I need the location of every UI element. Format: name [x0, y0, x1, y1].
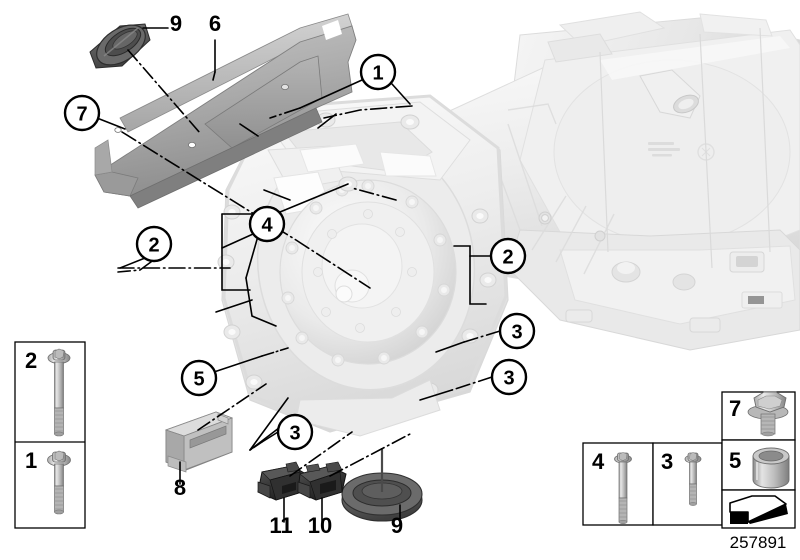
- callout-label: 7: [76, 104, 87, 126]
- legend-left: [14, 341, 86, 529]
- callout-label: 2: [148, 235, 159, 257]
- leader-plate-long: [121, 131, 371, 289]
- leader-4: [279, 183, 349, 213]
- leader-5a: [213, 355, 263, 373]
- leader-8-target: [197, 383, 267, 431]
- torque-converter: [279, 179, 457, 367]
- callout-label: 3: [511, 322, 522, 344]
- bracket-3c-up: [249, 397, 289, 451]
- bracket-2-right-top: [453, 245, 471, 257]
- leader-1b: [391, 83, 411, 105]
- tick-boss-1: [239, 123, 259, 137]
- legend-icon-direction-arrow: [729, 495, 788, 524]
- legend-right-labels: 4 3 7 5: [592, 396, 741, 474]
- callout-circle: [489, 237, 527, 275]
- legend-icon-long-torx-bolt: [614, 452, 632, 525]
- callout-2[interactable]: 2: [489, 237, 527, 275]
- legend-label-4: 4: [592, 449, 605, 474]
- leader-3a: [463, 330, 501, 343]
- grommet-bottom: [341, 448, 423, 522]
- legend-icon-short-hex-flange-bolt: [47, 450, 71, 515]
- grommet-top: [89, 23, 151, 69]
- tick-boss-2: [317, 113, 337, 129]
- leader-1a-dash: [269, 107, 301, 119]
- callout-3[interactable]: 3: [276, 413, 314, 451]
- callout-label: 5: [193, 369, 204, 391]
- bracket-holder: [164, 411, 234, 473]
- legend-label-5: 5: [729, 448, 741, 473]
- leader-3b-solid: [419, 389, 453, 401]
- leader-lines: [96, 27, 501, 523]
- leader-3a-solid: [435, 341, 465, 353]
- leader-5a-dash: [261, 347, 289, 357]
- callout-2[interactable]: 2: [135, 225, 173, 263]
- legend-label-7: 7: [729, 396, 741, 421]
- callout-3[interactable]: 3: [498, 312, 536, 350]
- tick-boss-3: [351, 187, 397, 201]
- callout-circles: 1 2 2 3 3 3 4 5 7: [63, 53, 536, 451]
- callout-circle: [490, 358, 528, 396]
- legend-icon-bushing-sleeve: [752, 447, 790, 489]
- reinforcement-plate: [94, 13, 357, 209]
- legend-icon-long-hex-flange-bolt: [47, 348, 71, 437]
- legend-right: [582, 391, 796, 529]
- callout-3[interactable]: 3: [490, 358, 528, 396]
- leader-11-target: [289, 431, 353, 477]
- bell-housing: [217, 94, 509, 437]
- callout-label: 3: [289, 423, 300, 445]
- leader-6b: [212, 71, 216, 81]
- clip-10: [297, 461, 347, 501]
- leader-7: [96, 117, 126, 130]
- callout-circle: [498, 312, 536, 350]
- tick-2-left-2: [215, 299, 253, 313]
- callout-label: 3: [503, 368, 514, 390]
- callout-label: 1: [372, 63, 383, 85]
- diagram-part-number: 257891: [730, 533, 787, 552]
- callout-7[interactable]: 7: [63, 94, 101, 132]
- bracket-2-right-bot: [469, 255, 487, 305]
- callout-4[interactable]: 4: [248, 205, 286, 243]
- part-label-11: 11: [269, 513, 292, 538]
- callout-circle: [248, 205, 286, 243]
- plain-number-labels: 9 6 8 11 10 9: [170, 11, 403, 538]
- callout-circle: [180, 359, 218, 397]
- callout-label: 4: [261, 215, 273, 237]
- legend-label-3: 3: [661, 449, 673, 474]
- callout-circle: [135, 225, 173, 263]
- legend-icon-short-torx-bolt: [684, 452, 702, 506]
- legend-left-labels: 21: [25, 348, 37, 473]
- legend-label-1: 1: [25, 448, 37, 473]
- leader-9-top-target: [127, 49, 201, 134]
- leader-3b: [451, 376, 493, 391]
- part-label-9: 9: [170, 11, 182, 36]
- leader-1b-dash: [323, 105, 413, 119]
- part-label-9: 9: [391, 513, 403, 538]
- bracket-2-left-body: [221, 213, 251, 291]
- leader-1a: [299, 79, 363, 109]
- clip-11: [257, 461, 307, 501]
- leader-10-target: [329, 433, 411, 477]
- callout-circle: [63, 94, 101, 132]
- legend-icon-hex-head-screw: [747, 391, 789, 437]
- leader-3c: [261, 431, 279, 443]
- transmission-body: [429, 11, 800, 351]
- callout-circle: [359, 53, 397, 91]
- part-label-8: 8: [174, 475, 186, 500]
- callout-1[interactable]: 1: [359, 53, 397, 91]
- callout-5[interactable]: 5: [180, 359, 218, 397]
- callout-circle: [276, 413, 314, 451]
- callout-label: 2: [502, 247, 513, 269]
- tick-boss-4: [263, 189, 291, 201]
- legend-label-2: 2: [25, 348, 37, 373]
- part-label-10: 10: [308, 513, 332, 538]
- part-label-6: 6: [209, 11, 221, 36]
- leader-5b-hidden: [212, 388, 246, 398]
- bracket-2-left-bot: [245, 277, 277, 327]
